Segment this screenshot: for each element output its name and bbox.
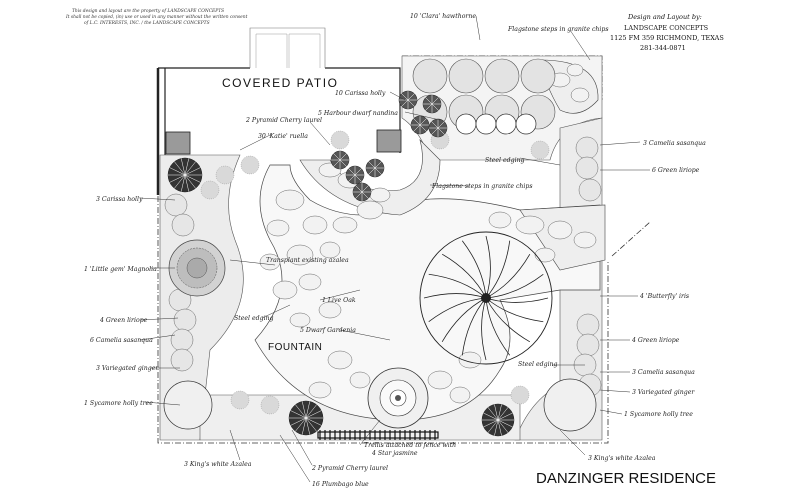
trellis — [317, 430, 439, 440]
label-plumbago-blue: 16 Plumbago blue — [312, 481, 369, 488]
house-walls — [156, 27, 402, 195]
label-steel-edging-right: Steel edging — [518, 361, 558, 368]
label-clara-hawthorne: 10 'Clara' hawthorne — [410, 13, 476, 20]
label-green-liriope-right-top: 6 Green liriope — [652, 167, 700, 174]
plant-labels: 10 'Clara' hawthorne Flagstone steps in … — [84, 13, 706, 488]
label-pyramid-laurel-bottom: 2 Pyramid Cherry laurel — [311, 465, 388, 472]
label-live-oak: 1 Live Oak — [322, 297, 356, 304]
sycamore-holly-trees — [163, 378, 597, 432]
label-harbour-nandina: 5 Harbour dwarf nandina — [318, 110, 398, 117]
label-carissa-holly-left: 3 Carissa holly — [96, 196, 143, 203]
copyright-notice: This design and layout are the property … — [65, 9, 248, 26]
covered-patio-label: COVERED PATIO — [222, 76, 338, 90]
label-dwarf-gardenia: 5 Dwarf Gardenia — [300, 327, 356, 334]
firm-block: Design and Layout by: LANDSCAPE CONCEPTS… — [610, 13, 724, 52]
fountain-feature — [367, 367, 429, 429]
design-by: Design and Layout by: — [627, 13, 702, 21]
label-steel-edging-top: Steel edging — [485, 157, 525, 164]
label-sycamore-holly-left: 1 Sycamore holly tree — [84, 400, 153, 407]
copyright-line-1: This design and layout are the property … — [72, 9, 224, 14]
label-flagstone-top: Flagstone steps in granite chips — [507, 26, 609, 33]
label-camellia-left: 6 Camelia sasanqua — [90, 337, 153, 344]
copyright-line-3: of L.C. INTERESTS, INC. / the LANDSCAPE … — [84, 21, 210, 26]
label-kings-white-right: 3 King's white Azalea — [588, 455, 656, 462]
label-steel-edging-left: Steel edging — [234, 315, 274, 322]
label-green-liriope-right: 4 Green liriope — [631, 337, 680, 344]
label-flagstone-mid: Flagstone steps in granite chips — [431, 183, 533, 190]
leader-lines — [139, 15, 650, 483]
label-camellia-right-top: 3 Camelia sasanqua — [643, 140, 706, 147]
label-trellis-b: 4 Star jasmine — [371, 450, 418, 457]
label-green-liriope-left: 4 Green liriope — [99, 317, 148, 324]
label-variegated-ginger-left: 3 Variegated ginger — [96, 365, 159, 372]
copyright-line-2: It shall not be copied, (in) use or used… — [65, 15, 248, 20]
live-oak-tree — [419, 231, 553, 365]
label-little-gem: 1 'Little gem' Magnolia — [84, 266, 157, 273]
label-variegated-ginger-right: 3 Variegated ginger — [632, 389, 695, 396]
label-katie-ruellia: 30 'Katie' ruella — [258, 133, 308, 140]
firm-phone: 281-344-0871 — [640, 44, 686, 52]
label-sycamore-holly-right: 1 Sycamore holly tree — [624, 411, 693, 418]
label-pyramid-laurel-top: 2 Pyramid Cherry laurel — [245, 117, 322, 124]
label-transplant-azalea: Transplant existing azalea — [266, 257, 349, 264]
label-kings-white-left: 3 King's white Azalea — [184, 461, 252, 468]
magnolia-tree — [168, 239, 226, 297]
firm-name: LANDSCAPE CONCEPTS — [624, 24, 708, 32]
label-trellis-a: Trellis attached to fence with — [364, 442, 456, 449]
label-carissa-holly-top: 10 Carissa holly — [335, 90, 386, 97]
star-plants — [167, 90, 515, 437]
residence-title: DANZINGER RESIDENCE — [536, 470, 716, 487]
firm-address: 1125 FM 359 RICHMOND, TEXAS — [610, 34, 724, 42]
label-camellia-right-bottom: 3 Camelia sasanqua — [632, 369, 695, 376]
label-butterfly-iris: 4 'Butterfly' iris — [639, 293, 689, 300]
fountain-label: FOUNTAIN — [268, 342, 322, 353]
